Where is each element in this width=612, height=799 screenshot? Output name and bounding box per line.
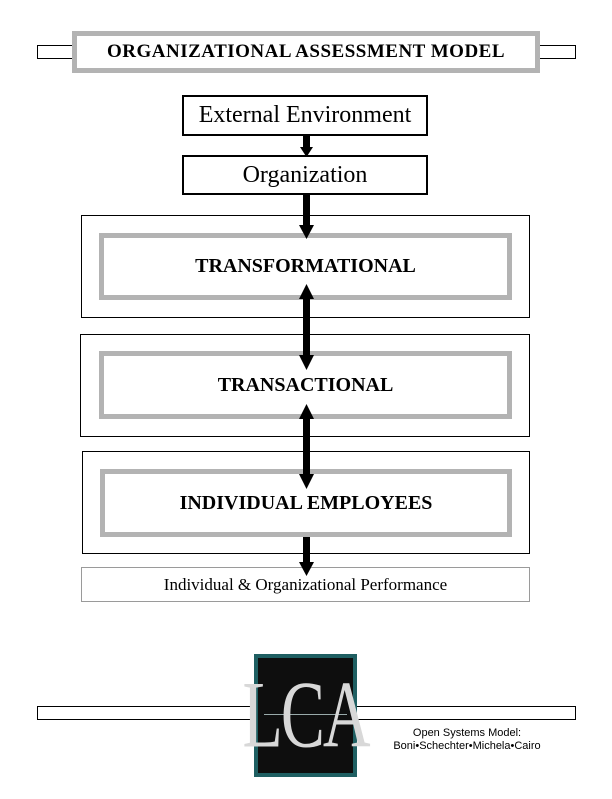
logo-text: LCA xyxy=(242,661,371,768)
logo-rule xyxy=(264,714,347,715)
caption-line-2: Boni•Schechter•Michela•Cairo xyxy=(393,740,541,752)
diagram-title: ORGANIZATIONAL ASSESSMENT MODEL xyxy=(72,31,540,73)
arrow-transactional-individual xyxy=(299,404,314,489)
lca-logo: LCA xyxy=(243,654,371,777)
individual-employees-box: INDIVIDUAL EMPLOYEES xyxy=(100,469,512,537)
caption-line-1: Open Systems Model: xyxy=(412,727,522,739)
footer-caption: Open Systems Model: Boni•Schechter•Miche… xyxy=(382,727,552,753)
arrow-individual-to-performance xyxy=(299,537,314,576)
arrow-organization-to-transformational xyxy=(299,195,314,239)
arrow-external-to-organization xyxy=(300,136,313,157)
organization-box: Organization xyxy=(182,155,428,195)
arrow-transformational-transactional xyxy=(299,284,314,370)
external-environment-box: External Environment xyxy=(182,95,428,136)
